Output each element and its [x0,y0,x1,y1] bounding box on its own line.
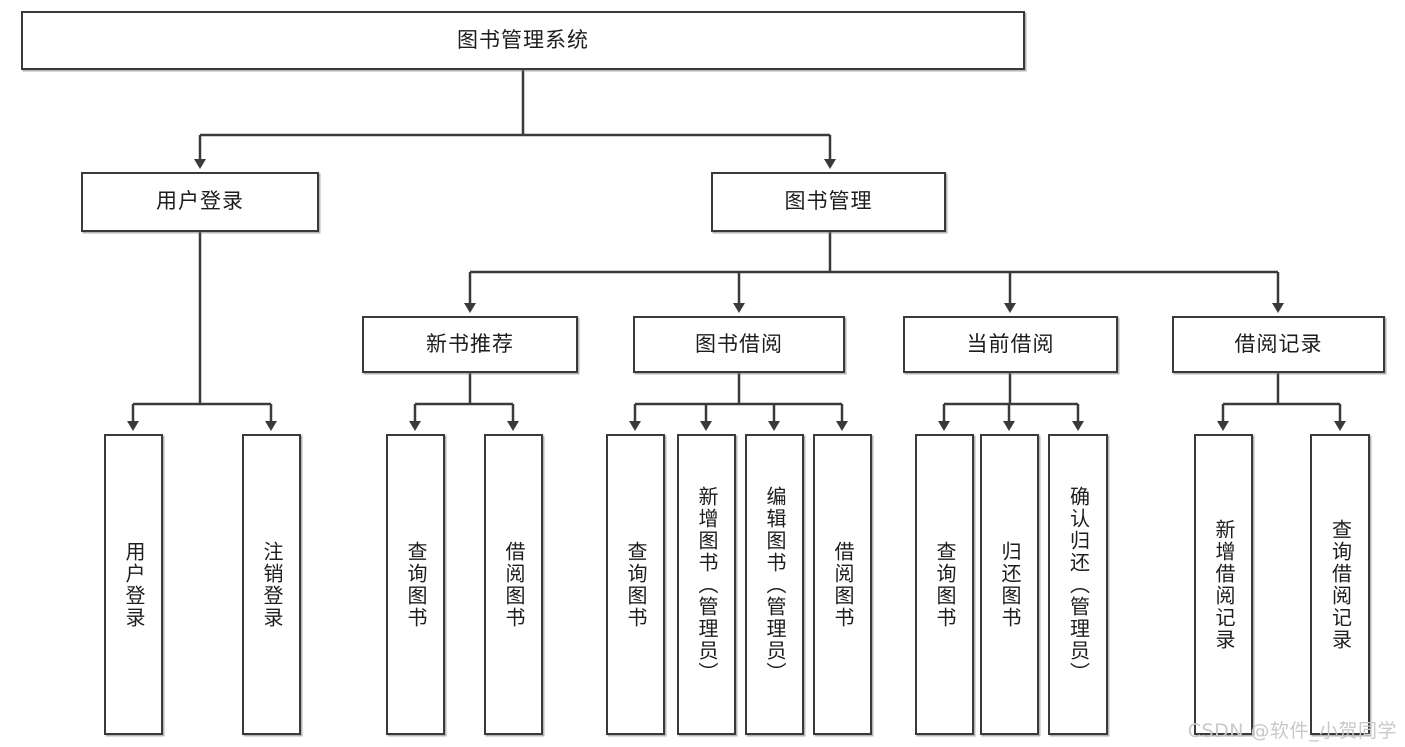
watermark-text: CSDN @软件_小贺同学 [1187,720,1397,742]
leaf-label: 归还图书 [998,540,1022,629]
node-borrow-record[interactable]: 借阅记录 [1172,316,1385,373]
node-root[interactable]: 图书管理系统 [21,11,1025,70]
node-user-login[interactable]: 用户登录 [81,172,319,232]
node-leaf-logout-login[interactable]: 注销登录 [242,434,301,735]
leaf-label: 新增借阅记录 [1212,518,1236,651]
node-leaf-confirm-return-admin[interactable]: 确认归还（管理员） [1048,434,1108,735]
leaf-label: 新增图书（管理员） [695,485,719,684]
node-new-book-recommend[interactable]: 新书推荐 [362,316,578,373]
leaf-label: 借阅图书 [831,540,855,629]
node-leaf-query-borrow-record[interactable]: 查询借阅记录 [1310,434,1370,735]
node-leaf-user-login[interactable]: 用户登录 [104,434,163,735]
leaf-label: 借阅图书 [502,540,526,629]
node-leaf-edit-book-admin[interactable]: 编辑图书（管理员） [745,434,804,735]
node-leaf-add-book-admin[interactable]: 新增图书（管理员） [677,434,736,735]
leaf-label: 编辑图书（管理员） [763,485,787,684]
leaf-label: 查询图书 [933,540,957,629]
node-book-borrow[interactable]: 图书借阅 [633,316,845,373]
node-leaf-query-book-3[interactable]: 查询图书 [915,434,974,735]
leaf-label: 查询借阅记录 [1328,518,1353,651]
node-book-manage[interactable]: 图书管理 [711,172,946,232]
node-leaf-query-book-2[interactable]: 查询图书 [606,434,665,735]
leaf-label: 确认归还（管理员） [1066,485,1091,684]
node-leaf-query-book-1[interactable]: 查询图书 [386,434,445,735]
leaf-label: 用户登录 [122,540,146,629]
node-current-borrow[interactable]: 当前借阅 [903,316,1118,373]
leaf-label: 查询图书 [624,540,648,629]
leaf-label: 查询图书 [404,540,428,629]
node-leaf-borrow-book-1[interactable]: 借阅图书 [484,434,543,735]
node-leaf-add-borrow-record[interactable]: 新增借阅记录 [1194,434,1253,735]
leaf-label: 注销登录 [260,540,284,629]
node-leaf-borrow-book-2[interactable]: 借阅图书 [813,434,872,735]
node-leaf-return-book[interactable]: 归还图书 [980,434,1039,735]
